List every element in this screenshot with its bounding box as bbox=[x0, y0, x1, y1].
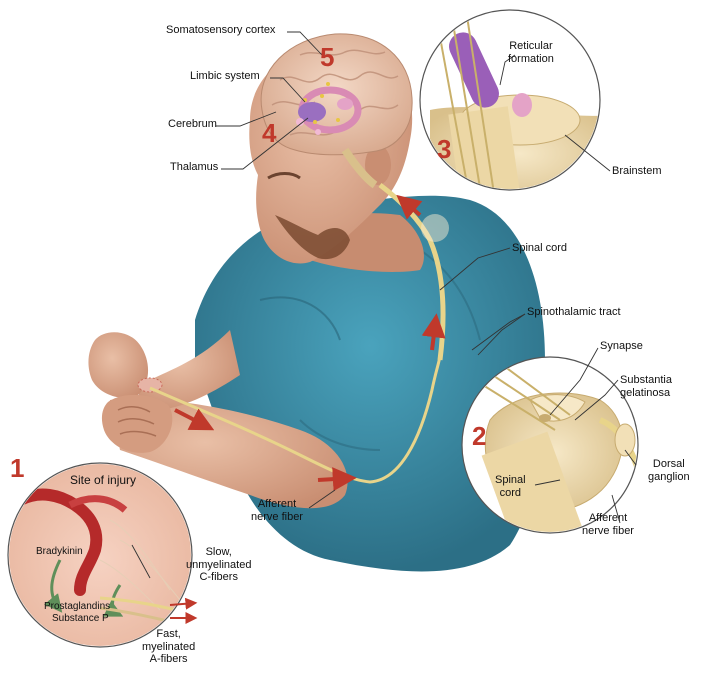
step-number-4: 4 bbox=[262, 120, 276, 146]
label-spinothalamic-tract: Spinothalamic tract bbox=[527, 306, 621, 319]
label-afferent-nerve-fiber-inset: Afferent nerve fiber bbox=[582, 512, 634, 537]
label-cerebrum: Cerebrum bbox=[168, 118, 217, 131]
label-prostaglandins: Prostaglandins bbox=[44, 601, 110, 613]
label-somatosensory-cortex: Somatosensory cortex bbox=[166, 24, 275, 37]
label-limbic-system: Limbic system bbox=[190, 70, 260, 83]
step-number-2: 2 bbox=[472, 423, 486, 449]
inset-brainstem bbox=[420, 3, 610, 214]
label-thalamus: Thalamus bbox=[170, 161, 218, 174]
label-substance-p: Substance P bbox=[52, 613, 109, 625]
label-reticular-formation: Reticular formation bbox=[508, 40, 554, 65]
label-synapse: Synapse bbox=[600, 340, 643, 353]
label-spinal-cord-top: Spinal cord bbox=[512, 242, 567, 255]
step-number-5: 5 bbox=[320, 44, 334, 70]
label-fast-a-fibers: Fast, myelinated A-fibers bbox=[142, 628, 195, 666]
step-number-3: 3 bbox=[437, 136, 451, 162]
label-substantia-gelatinosa: Substantia gelatinosa bbox=[620, 374, 672, 399]
label-dorsal-ganglion: Dorsal ganglion bbox=[648, 458, 690, 483]
label-bradykinin: Bradykinin bbox=[36, 546, 83, 558]
step-number-1: 1 bbox=[10, 455, 24, 481]
label-site-of-injury: Site of injury bbox=[70, 474, 136, 488]
label-slow-c-fibers: Slow, unmyelinated C-fibers bbox=[186, 546, 251, 584]
label-afferent-nerve-fiber-arm: Afferent nerve fiber bbox=[251, 498, 303, 523]
label-spinal-cord-inset: Spinal cord bbox=[495, 474, 526, 499]
label-brainstem: Brainstem bbox=[612, 165, 662, 178]
hand-right bbox=[102, 395, 172, 453]
